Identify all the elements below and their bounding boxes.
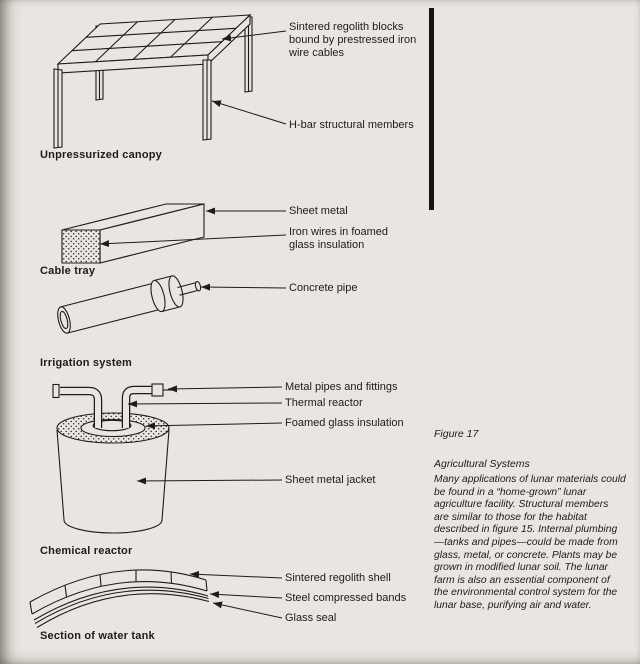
arrow-sintered-blocks <box>221 30 287 42</box>
label-glass-seal: Glass seal <box>285 612 337 624</box>
label-regolith-shell: Sintered regolith shell <box>285 572 391 584</box>
reactor-bottom <box>63 519 163 534</box>
arrow-regolith-shell <box>189 570 283 579</box>
pipe-flange <box>52 383 60 399</box>
arrow-steel-bands <box>209 591 283 599</box>
caption-irrigation-system: Irrigation system <box>40 357 133 369</box>
tank-shell-inner-arc <box>31 580 208 615</box>
label-concrete-pipe: Concrete pipe <box>289 282 358 294</box>
cable-tray-insulation-face <box>61 229 101 264</box>
figure-description: Many applications of lunar materials cou… <box>434 474 626 611</box>
pipe-fitting <box>151 383 164 397</box>
section-divider-bar <box>429 8 434 210</box>
figure-number: Figure 17 <box>434 428 479 440</box>
caption-water-tank-section: Section of water tank <box>40 630 155 642</box>
label-sheet-metal: Sheet metal <box>289 205 348 217</box>
reactor-pipes <box>52 383 172 428</box>
pipe-spigot-end <box>194 280 202 292</box>
pipe-collar <box>150 279 166 313</box>
label-iron-wires: Iron wires in foamed glass insulation <box>289 226 389 251</box>
reactor-insulation-ring <box>57 413 169 443</box>
concrete-pipe-illustration <box>57 275 202 334</box>
label-foamed-glass: Foamed glass insulation <box>285 417 404 429</box>
water-tank-illustration <box>29 569 210 628</box>
label-metal-pipes: Metal pipes and fittings <box>285 381 398 393</box>
tank-block-joints <box>64 570 173 598</box>
arrow-metal-pipes <box>167 385 283 393</box>
caption-cable-tray: Cable tray <box>40 265 96 277</box>
arrow-sheet-jacket <box>136 477 283 485</box>
arrow-concrete-pipe <box>200 283 287 291</box>
tank-steel-band-arc <box>33 586 209 621</box>
label-hbar-members: H-bar structural members <box>289 119 414 131</box>
label-sintered-blocks: Sintered regolith blocks bound by prestr… <box>289 21 417 59</box>
tank-shell-outer-arc <box>29 569 207 603</box>
arrow-hbar-members <box>211 100 287 125</box>
label-thermal-reactor: Thermal reactor <box>285 397 363 409</box>
thermal-reactor-core <box>92 419 132 432</box>
label-steel-bands: Steel compressed bands <box>285 592 407 604</box>
cable-tray-illustration <box>61 203 205 264</box>
arrow-thermal-reactor <box>127 400 283 408</box>
chemical-reactor-illustration <box>52 383 172 534</box>
label-sheet-metal-jacket: Sheet metal jacket <box>285 474 376 486</box>
caption-unpressurized-canopy: Unpressurized canopy <box>40 149 162 161</box>
arrow-glass-seal <box>212 601 283 619</box>
figure-title: Agricultural Systems <box>434 458 530 470</box>
pipe-bell-mouth <box>57 306 71 334</box>
caption-chemical-reactor: Chemical reactor <box>40 545 133 557</box>
callout-arrows <box>99 30 287 619</box>
tank-glass-seal-arc <box>36 593 210 628</box>
reactor-jacket-wall <box>56 429 65 521</box>
canopy-illustration <box>53 13 253 149</box>
arrow-foamed-glass <box>145 422 283 430</box>
arrow-iron-wires <box>99 234 287 248</box>
